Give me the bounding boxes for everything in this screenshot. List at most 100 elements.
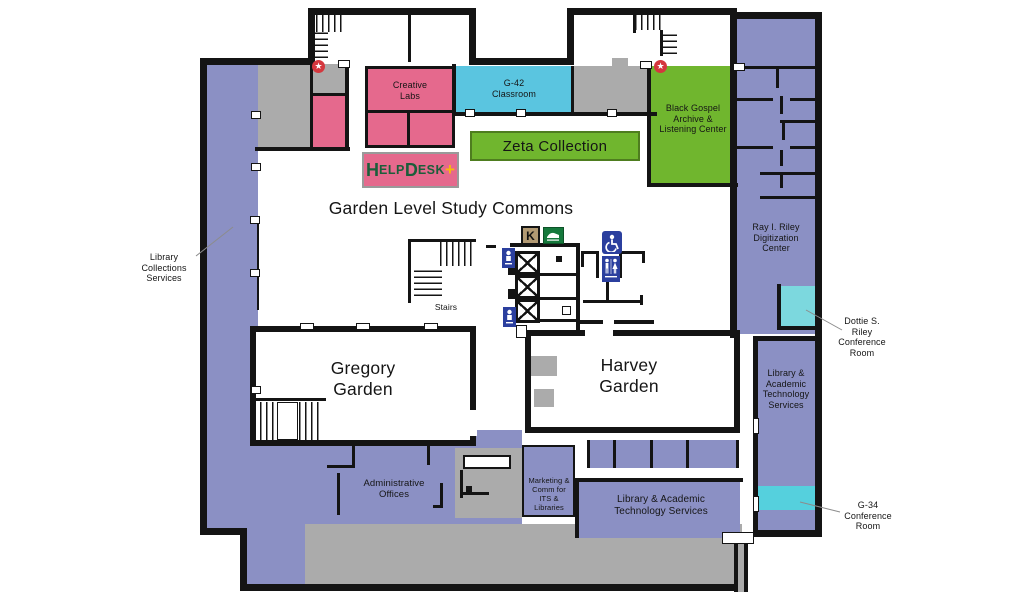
wall-segment — [790, 98, 816, 101]
elevator-jamb — [508, 289, 515, 299]
wall-segment — [310, 62, 313, 95]
wall-segment — [737, 98, 773, 101]
drinking-fountain-sign — [503, 307, 516, 327]
tower-b-gray-box — [612, 58, 628, 67]
wall-segment — [782, 120, 785, 140]
wheelchair-icon — [605, 234, 619, 252]
wall-segment — [337, 473, 340, 515]
stairs-hatch-tower-b — [662, 30, 677, 54]
wall-segment — [460, 470, 463, 498]
wall-segment — [408, 239, 476, 242]
outer-wall — [308, 8, 315, 65]
zone-gray-strip — [574, 66, 650, 112]
wall-segment — [647, 183, 738, 187]
wall-segment — [780, 96, 783, 114]
kiosk-sign: K — [521, 226, 540, 245]
restroom-sign — [602, 256, 620, 282]
wall-segment — [581, 251, 599, 254]
door-marker — [722, 532, 754, 544]
zone-marketing-comm — [522, 445, 575, 517]
window-marker — [300, 323, 314, 330]
gregory-stairs-hatch — [254, 402, 276, 440]
stairs-hatch-tower-b — [635, 14, 663, 30]
accessible-sign — [602, 231, 622, 254]
label-lats-right: Library & Academic Technology Services — [762, 368, 810, 410]
door-marker — [250, 269, 260, 277]
harvey-gray-notch-2 — [534, 389, 554, 407]
window-marker — [356, 323, 370, 330]
wall-segment — [642, 251, 645, 263]
wall-segment — [463, 492, 489, 495]
stub-wall — [734, 538, 738, 592]
wall-segment — [510, 243, 580, 247]
door-marker — [251, 163, 261, 171]
label-library-collections: Library Collections Services — [141, 252, 187, 284]
label-creative-labs: Creative Labs — [392, 80, 428, 101]
wall-segment — [310, 93, 313, 149]
door-marker — [733, 63, 745, 71]
door-marker — [516, 109, 526, 117]
wall-segment — [576, 243, 580, 331]
wall-segment — [255, 147, 350, 151]
drinking-fountain-icon — [505, 250, 512, 265]
wall-segment — [583, 300, 643, 303]
window-line — [257, 224, 259, 310]
wall-segment — [571, 66, 574, 114]
wall-segment — [777, 284, 781, 330]
page-title: Garden Level Study Commons — [328, 198, 574, 218]
door-marker — [753, 418, 759, 434]
door-marker — [640, 61, 652, 69]
restroom-icon — [605, 258, 618, 278]
label-harvey-garden: Harvey Garden — [599, 355, 659, 396]
wall-segment — [408, 13, 411, 62]
outer-wall — [308, 8, 476, 15]
wall-segment — [650, 440, 653, 468]
wall-segment — [596, 251, 599, 278]
wall-segment — [606, 278, 609, 302]
helpdesk-text: H — [366, 159, 380, 180]
outer-wall — [815, 12, 822, 537]
outer-wall — [753, 336, 758, 534]
door-marker — [338, 60, 350, 68]
outer-wall — [753, 336, 815, 341]
zone-g34-conference — [757, 486, 815, 510]
bottle-fill-icon — [547, 232, 559, 241]
wall-segment — [780, 120, 816, 123]
zone-creative-labs — [365, 66, 455, 148]
outer-wall — [240, 584, 742, 591]
label-stairs: Stairs — [434, 302, 458, 312]
stairs-hatch-tower-a — [312, 32, 328, 58]
wall-segment — [327, 465, 355, 468]
wall-segment — [452, 64, 456, 116]
furniture-table — [463, 455, 511, 469]
bottle-fill-sign — [543, 227, 564, 244]
wall-segment — [581, 251, 584, 267]
door-marker — [516, 325, 527, 338]
label-admin-offices: Administrative Offices — [363, 478, 425, 501]
wall-segment — [619, 251, 622, 278]
room-harvey-garden — [525, 330, 740, 433]
outer-wall — [567, 8, 574, 65]
wall-segment — [736, 440, 739, 468]
label-lats-bottom: Library & Academic Technology Services — [614, 494, 708, 517]
gregory-door-gap — [468, 410, 477, 436]
emergency-star-icon: ★ — [654, 60, 667, 73]
outer-wall — [473, 58, 573, 65]
stub-gray — [738, 538, 744, 592]
gregory-stairs-landing — [277, 402, 298, 440]
label-dottie-riley: Dottie S. Riley Conference Room — [838, 316, 886, 358]
door-marker — [607, 109, 617, 117]
wall-segment — [633, 13, 636, 33]
elevator-jamb — [508, 265, 515, 275]
outer-wall — [200, 58, 207, 534]
label-g34: G-34 Conference Room — [844, 500, 892, 532]
label-gregory-garden: Gregory Garden — [330, 358, 396, 399]
zone-g42-classroom — [455, 66, 573, 114]
wall-segment — [587, 440, 590, 468]
door-marker — [562, 306, 571, 315]
wall-segment — [407, 110, 410, 148]
wall-segment — [780, 150, 783, 166]
outer-wall — [200, 58, 312, 65]
label-g42-classroom: G-42 Classroom — [492, 78, 536, 99]
